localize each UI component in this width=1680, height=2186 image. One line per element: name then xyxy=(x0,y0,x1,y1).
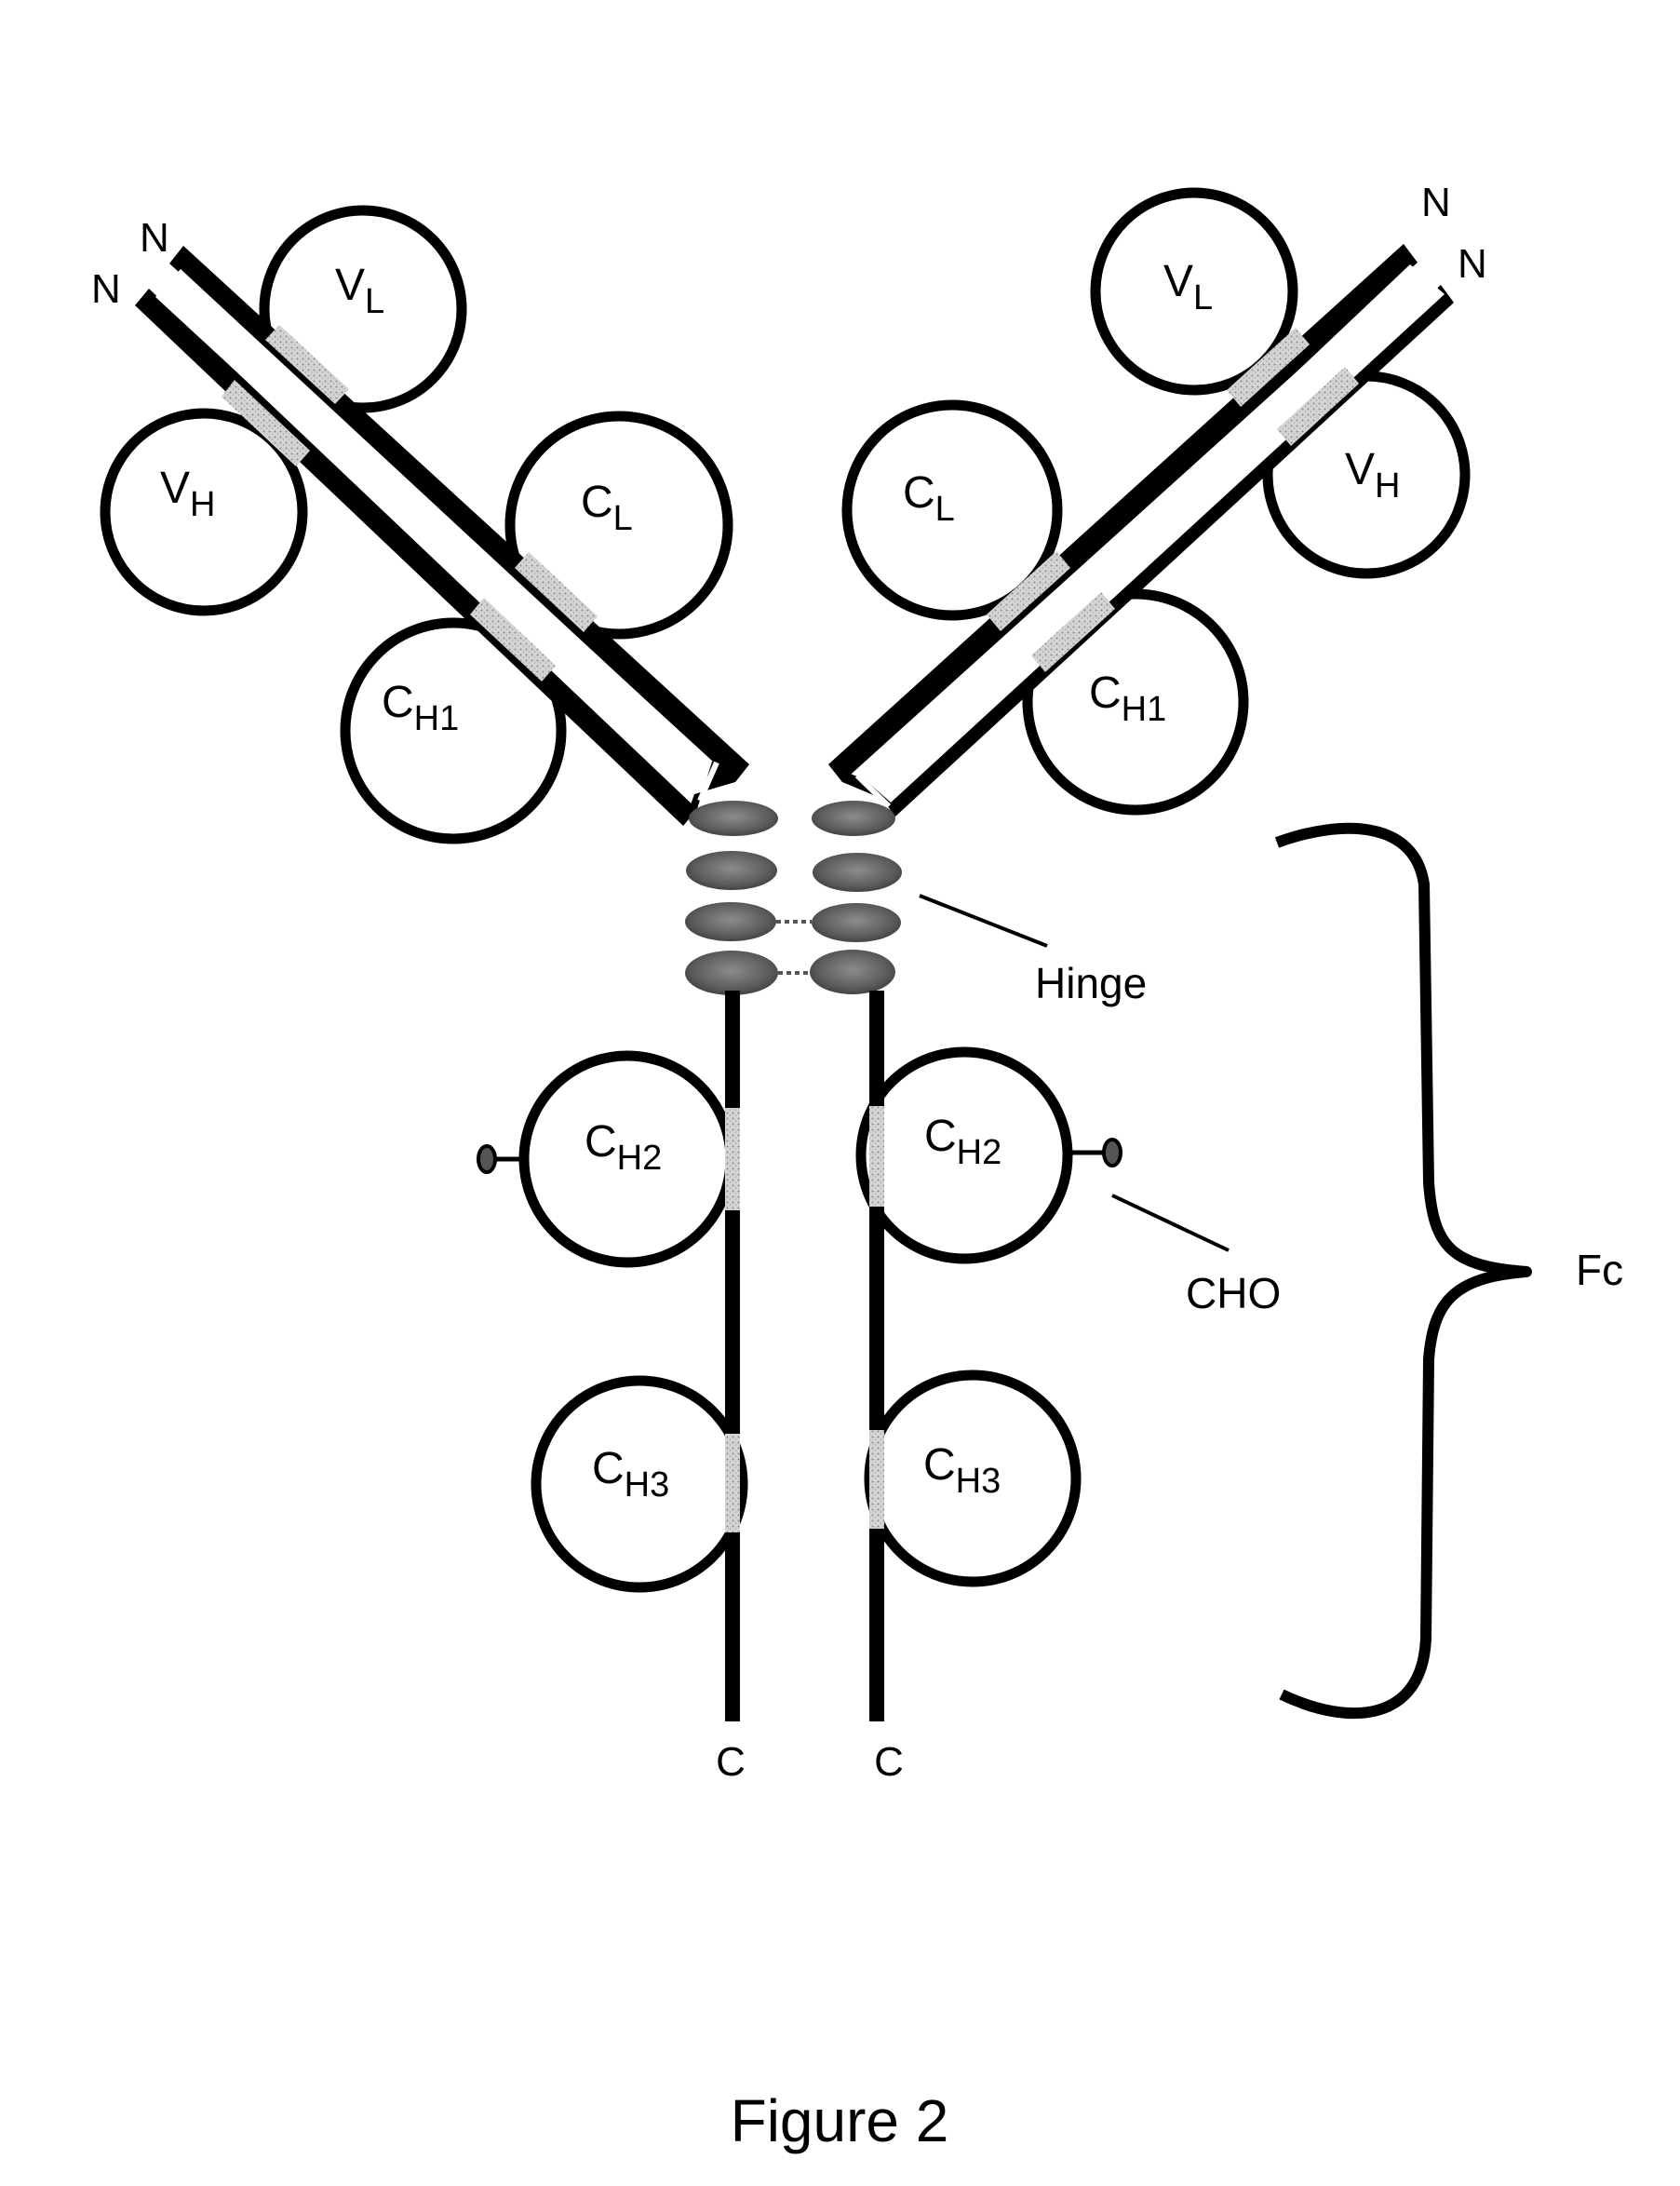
left-ch2-label: CH2 xyxy=(585,1117,662,1178)
hinge-disulfide-ellipse xyxy=(810,950,895,994)
hinge-pointer-line xyxy=(919,894,1048,948)
left-fab-end xyxy=(683,762,749,826)
right-ch2-domain xyxy=(855,1046,1073,1264)
cho-label: CHO xyxy=(1186,1269,1281,1317)
right-cl-linker xyxy=(987,551,1070,631)
hinge-disulfide-ellipse xyxy=(813,853,902,892)
right-cho-icon xyxy=(1102,1138,1122,1167)
fc-label: Fc xyxy=(1576,1246,1623,1294)
right-ch3-gap xyxy=(869,1430,884,1529)
right-fab-gap xyxy=(866,264,1445,803)
hinge-disulfide-ellipse xyxy=(812,801,895,836)
left-fab-gap xyxy=(155,269,712,794)
hinge-label: Hinge xyxy=(1035,959,1147,1007)
left-fab-end-cap xyxy=(697,761,719,803)
right-ch2-gap xyxy=(869,1106,884,1207)
hinge-disulfide-ellipse xyxy=(689,801,778,836)
right-vh-label: VH xyxy=(1345,445,1400,506)
hinge-disulfide-ellipse xyxy=(686,851,777,890)
left-ch3-domain xyxy=(531,1375,748,1593)
right-ch2-label: CH2 xyxy=(924,1112,1001,1172)
n-terminus-left-light: N xyxy=(140,215,169,261)
left-cl-label: CL xyxy=(581,478,633,538)
right-cl-label: CL xyxy=(903,468,955,529)
hinge-disulfide-ellipse xyxy=(812,903,901,942)
hinge-disulfide-ellipse xyxy=(685,951,778,995)
right-ch1-linker xyxy=(1031,592,1115,672)
left-ch1-linker xyxy=(470,598,556,681)
fc-region: CHO CH2 CH3 CH2 CH3 C C xyxy=(477,991,1281,1785)
n-terminus-right-light: N xyxy=(1421,180,1451,225)
left-vl-linker xyxy=(265,325,349,404)
left-vh-label: VH xyxy=(160,464,215,524)
left-arm: VL VH CL CH1 N N xyxy=(91,205,749,844)
hinge-region: Hinge xyxy=(685,801,1147,1007)
right-vh-linker xyxy=(1277,367,1359,446)
fc-brace: Fc xyxy=(1274,822,1623,1720)
left-ch3-gap xyxy=(725,1434,740,1532)
left-vh-linker xyxy=(222,380,310,466)
left-cl-linker xyxy=(515,552,598,632)
left-ch2-gap xyxy=(725,1108,740,1210)
n-terminus-left-heavy: N xyxy=(91,266,121,312)
right-cl-domain xyxy=(841,399,1063,621)
n-terminus-right-heavy: N xyxy=(1458,241,1487,287)
right-arm: VL VH CL CH1 N N xyxy=(828,180,1487,816)
left-cl-domain xyxy=(504,411,733,640)
right-vl-linker xyxy=(1227,328,1310,407)
right-ch1-label: CH1 xyxy=(1089,668,1166,729)
right-fab-end xyxy=(828,764,895,816)
figure-caption: Figure 2 xyxy=(731,2087,949,2154)
left-vh-domain xyxy=(100,408,308,616)
right-vl-domain xyxy=(1090,187,1298,396)
left-cho-icon xyxy=(477,1144,497,1174)
fc-brace-shape xyxy=(1274,822,1532,1720)
cho-pointer-line xyxy=(1111,1194,1230,1252)
left-fc-chain xyxy=(725,991,740,1721)
hinge-disulfide-ellipse xyxy=(685,902,776,941)
right-fc-chain xyxy=(869,991,884,1721)
right-fab-end-cap xyxy=(854,773,892,809)
left-vl-label: VL xyxy=(335,261,384,321)
c-terminus-left: C xyxy=(716,1739,746,1785)
left-ch1-domain xyxy=(340,617,567,844)
right-vl-label: VL xyxy=(1163,257,1213,317)
left-ch3-label: CH3 xyxy=(592,1444,669,1505)
left-ch1-label: CH1 xyxy=(382,678,459,738)
c-terminus-right: C xyxy=(874,1739,904,1785)
right-ch3-label: CH3 xyxy=(923,1440,1001,1501)
